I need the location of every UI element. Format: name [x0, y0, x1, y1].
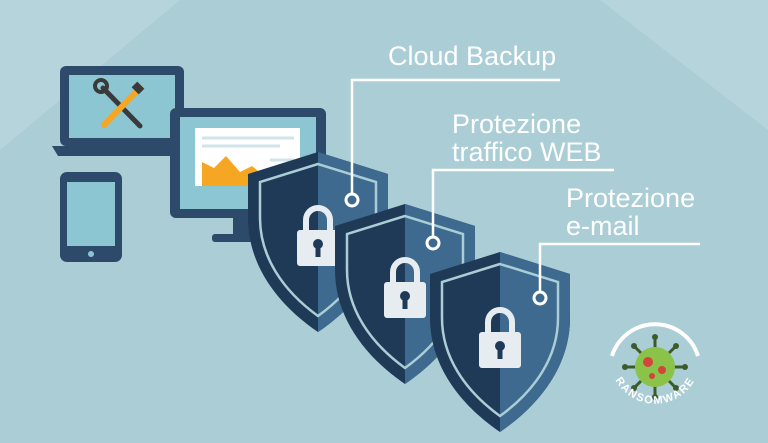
- label-cloud-backup-text: Cloud Backup: [388, 41, 557, 71]
- label-email-line2: e-mail: [566, 211, 640, 241]
- padlock-icon: [297, 205, 339, 266]
- virus-icon: [622, 334, 688, 400]
- shield-email-protection: [430, 252, 570, 432]
- callout-line-cloud: [350, 78, 560, 194]
- callout-line-email: [538, 242, 700, 292]
- ransomware-badge: RANSOMWARE: [610, 322, 700, 407]
- label-email-line1: Protezione: [566, 183, 696, 213]
- label-web-protection: Protezione traffico WEB: [452, 110, 602, 166]
- tablet-icon: [60, 172, 122, 262]
- label-email-protection: Protezione e-mail: [566, 184, 695, 240]
- padlock-icon: [384, 257, 426, 318]
- label-cloud-backup: Cloud Backup: [388, 42, 556, 70]
- laptop-icon: [52, 66, 192, 156]
- label-web-line1: Protezione: [452, 109, 582, 139]
- padlock-icon: [479, 307, 521, 368]
- tools-icon: [93, 78, 145, 129]
- callout-line-web: [431, 168, 614, 237]
- label-web-line2: traffico WEB: [452, 137, 602, 167]
